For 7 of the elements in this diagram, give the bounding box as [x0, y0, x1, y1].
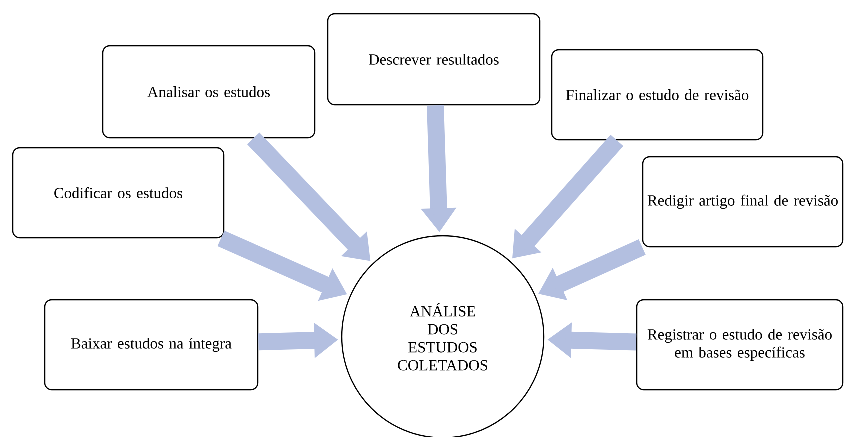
- process-box: Descrever resultados: [327, 13, 541, 106]
- process-box: Codificar os estudos: [12, 147, 225, 239]
- process-box: Finalizar o estudo de revisão: [551, 49, 764, 141]
- process-box: Redigir artigo final de revisão: [642, 156, 844, 248]
- process-box: Registrar o estudo de revisão em bases específicas: [636, 299, 844, 391]
- process-box: Baixar estudos na íntegra: [44, 299, 259, 391]
- process-box: Analisar os estudos: [102, 45, 316, 139]
